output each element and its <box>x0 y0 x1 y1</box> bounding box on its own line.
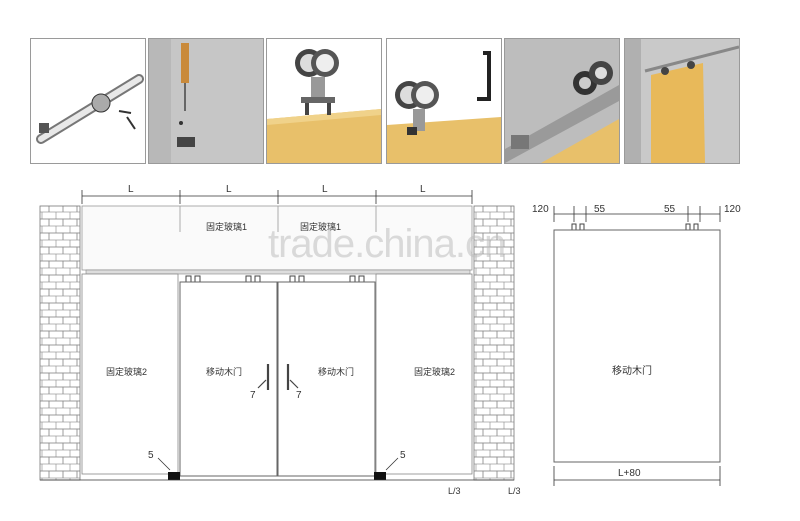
right-panel-label: 移动木门 <box>612 364 652 377</box>
callout-7-right: 7 <box>296 390 302 401</box>
brick-wall-left <box>39 205 81 481</box>
panel-label-4: 固定玻璃2 <box>414 366 455 377</box>
panel-fixed-glass-left <box>81 273 179 475</box>
panel-fixed-glass-right <box>375 273 473 475</box>
bottom-label-l3-left: L/3 <box>448 486 461 496</box>
panel-label-3: 移动木门 <box>318 366 354 377</box>
floor-guide-left <box>168 472 180 480</box>
callout-7-left: 7 <box>250 390 256 401</box>
panel-label-2: 移动木门 <box>206 366 242 377</box>
panel-sliding-door-left <box>179 281 278 477</box>
brick-wall-right <box>473 205 515 481</box>
photo-wall-mounting-screwdriver <box>148 38 264 164</box>
right-bottom-dim-label: L+80 <box>618 468 641 479</box>
span-label-4: L <box>420 184 426 195</box>
callout-5-left: 5 <box>148 450 154 461</box>
technical-drawing: L L L L 固定玻璃1 固定玻璃1 2 2 固定玻璃2 移动木门 移动木门 … <box>39 184 741 496</box>
right-dim-55-right: 55 <box>664 204 676 215</box>
photo-roller-hanger-with-key <box>386 38 502 164</box>
top-glass-label-2: 固定玻璃1 <box>300 221 341 232</box>
span-label-3: L <box>322 184 328 195</box>
header-fixed-glass-band <box>81 205 473 271</box>
panel-label-1: 固定玻璃2 <box>106 366 147 377</box>
floor-guide-right <box>374 472 386 480</box>
right-sliding-door-panel <box>553 229 721 463</box>
photo-rail-end-assembly <box>30 38 146 164</box>
photo-installed-sliding-door <box>624 38 740 164</box>
span-dimension-line <box>81 190 473 204</box>
photo-roller-hanger-on-door <box>266 38 382 164</box>
right-dim-55-left: 55 <box>594 204 606 215</box>
top-glass-label-1: 固定玻璃1 <box>206 221 247 232</box>
door-handles <box>257 364 299 390</box>
span-label-2: L <box>226 184 232 195</box>
right-dim-120-left: 120 <box>532 204 549 215</box>
right-dim-120-right: 120 <box>724 204 741 215</box>
span-label-1: L <box>128 184 134 195</box>
photo-installed-roller-on-rail <box>504 38 620 164</box>
right-bottom-dimension <box>553 466 721 486</box>
right-dimension-lines <box>553 206 721 222</box>
sliding-rail <box>85 269 471 275</box>
panel-sliding-door-right <box>277 281 376 477</box>
callout-5-right: 5 <box>400 450 406 461</box>
watermark: trade.china.cn <box>268 222 506 266</box>
bottom-label-l3-right: L/3 <box>508 486 521 496</box>
